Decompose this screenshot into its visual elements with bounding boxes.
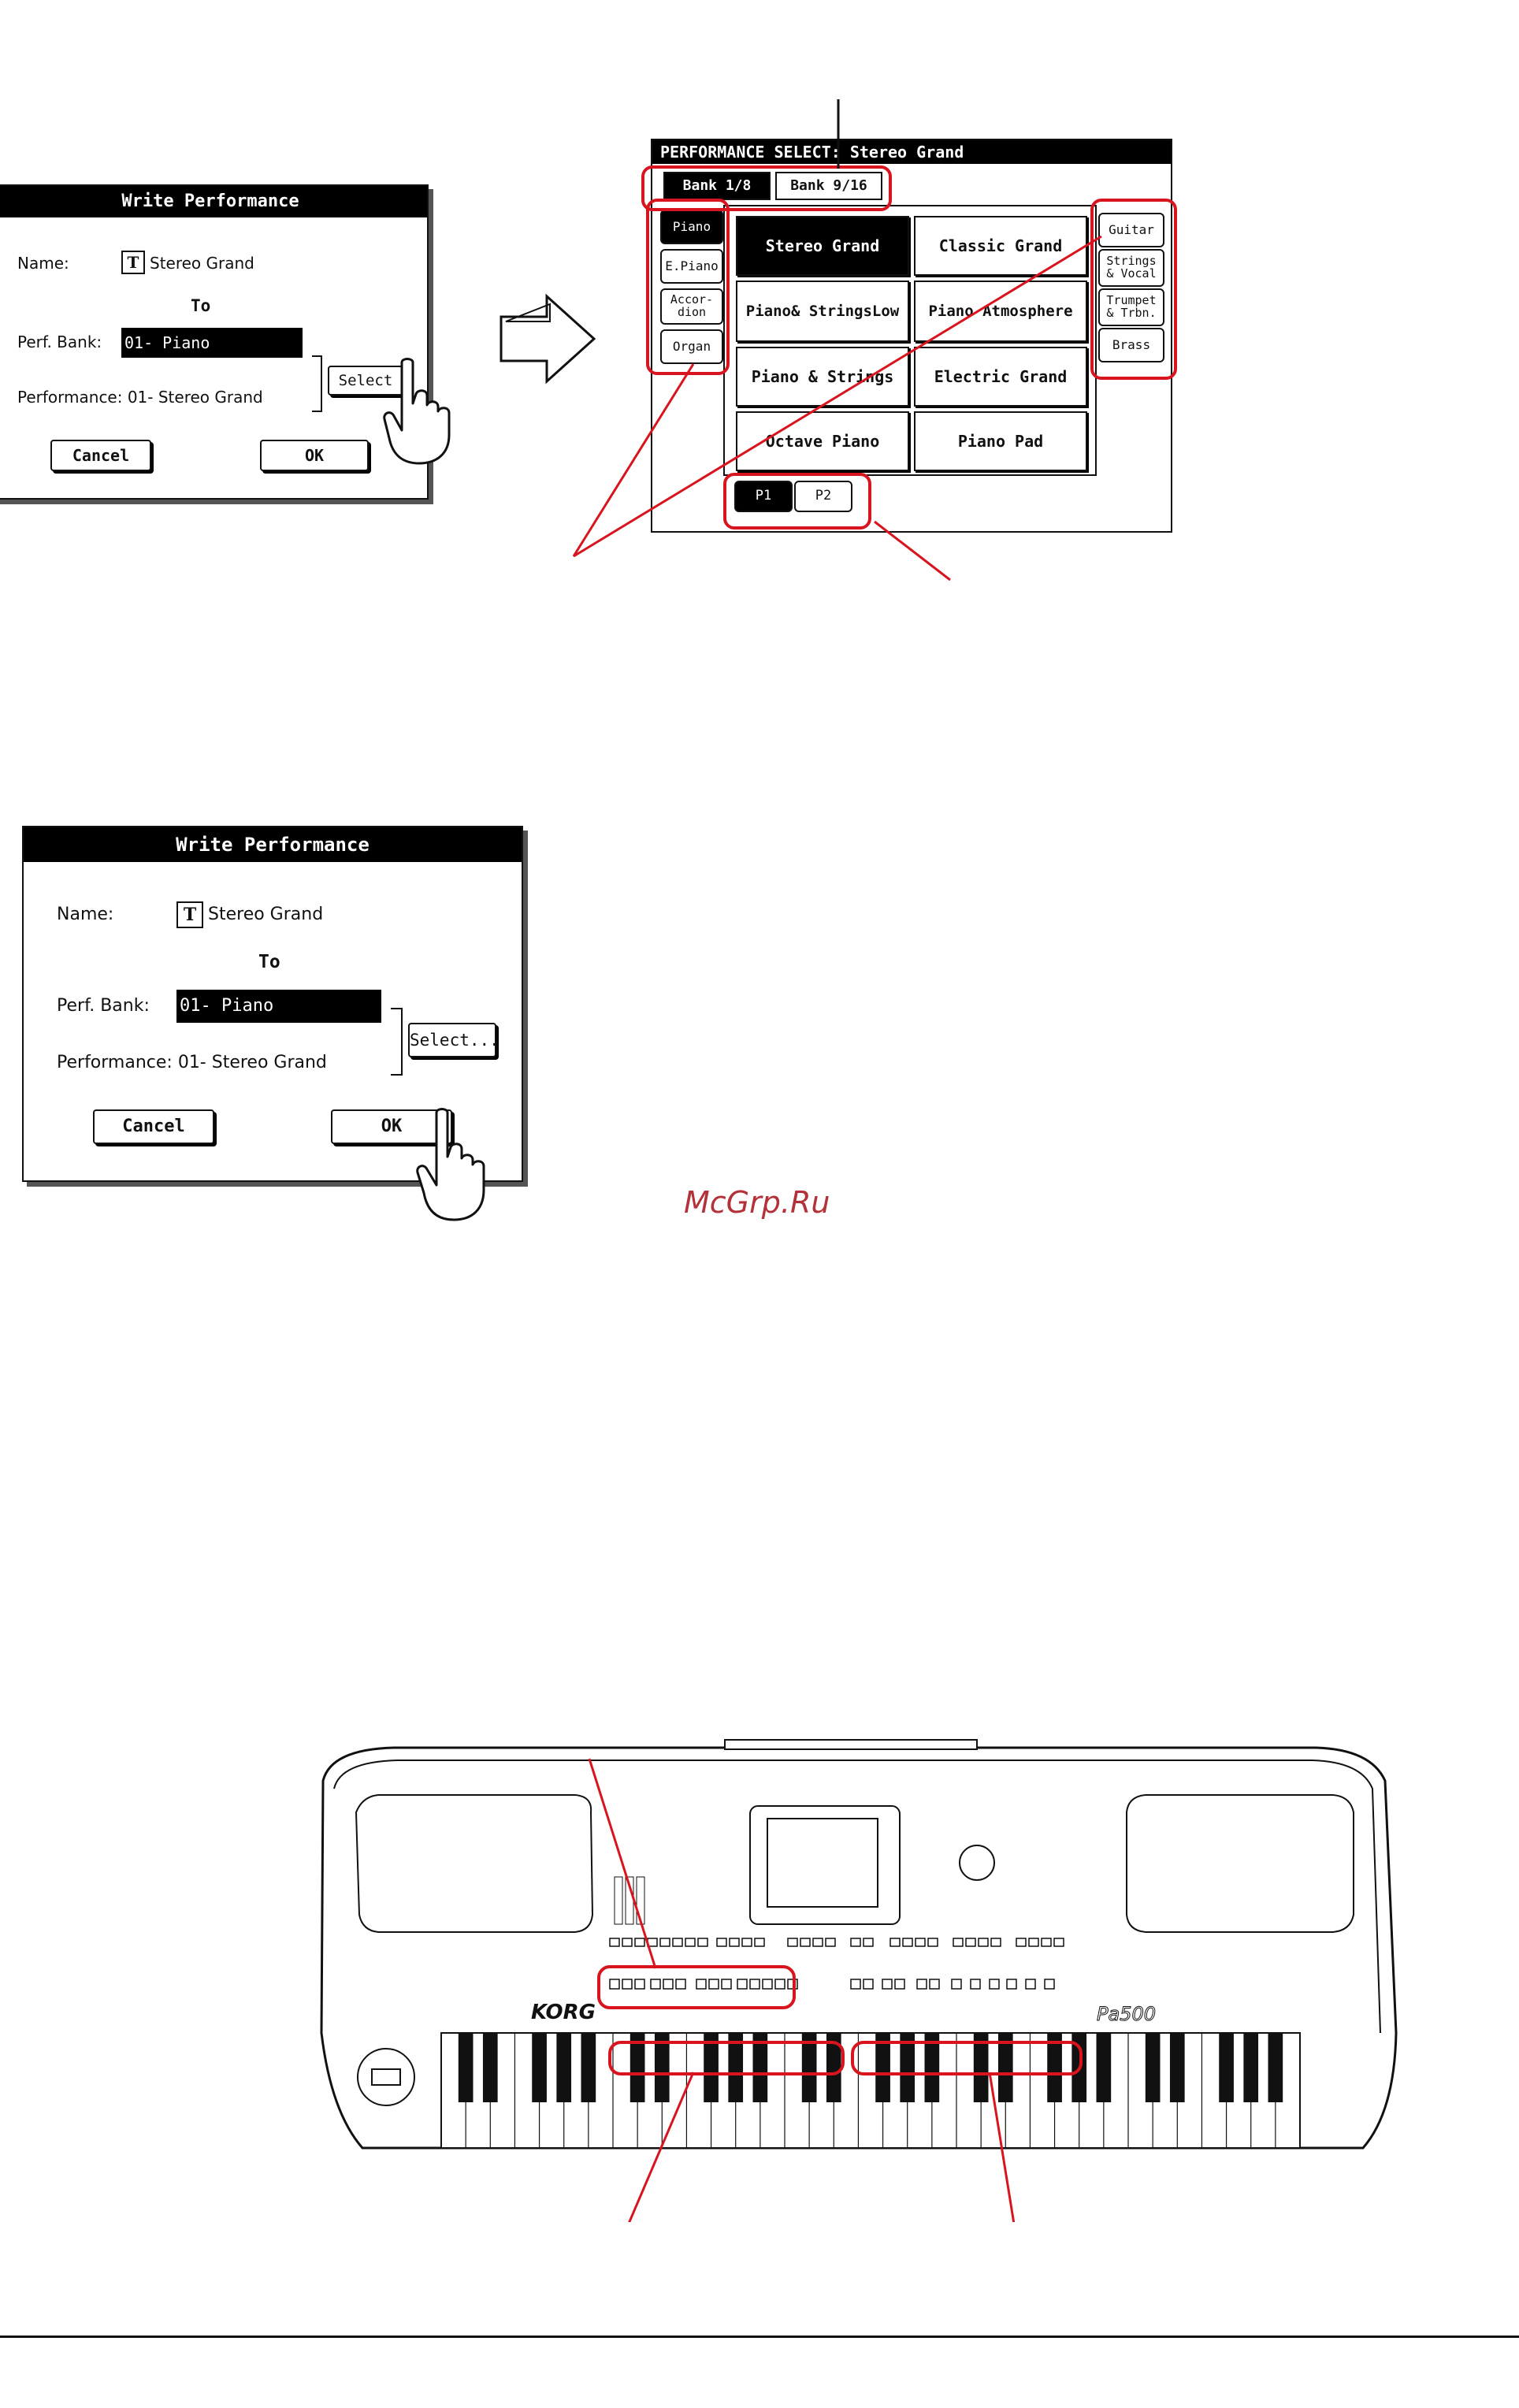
perf-bank-label: Perf. Bank:	[17, 333, 102, 351]
black-key	[1096, 2033, 1112, 2102]
perf-bank-field[interactable]: 01- Piano	[176, 990, 381, 1023]
black-key	[704, 2033, 719, 2102]
perf-bank-field[interactable]: 01- Piano	[121, 328, 303, 358]
left-tab-organ[interactable]: Organ	[660, 329, 723, 364]
to-label: To	[258, 952, 280, 972]
brand-label: KORG	[531, 2001, 596, 2024]
black-key	[973, 2033, 989, 2102]
pointing-hand-icon	[383, 358, 451, 465]
tab-page-p2[interactable]: P2	[794, 481, 852, 512]
tab-page-p1[interactable]: P1	[734, 481, 793, 512]
cancel-button[interactable]: Cancel	[50, 440, 151, 471]
page-bottom-rule	[0, 2336, 1519, 2338]
ok-button[interactable]: OK	[260, 440, 369, 471]
black-key	[875, 2033, 890, 2102]
watermark-text: McGrp.Ru	[684, 1185, 830, 1220]
black-key	[1243, 2033, 1259, 2102]
callout-right-tabs	[1090, 199, 1177, 380]
write-performance-dialog-top: Write Performance Name: T Stereo Grand T…	[0, 184, 429, 500]
name-value: Stereo Grand	[208, 905, 324, 924]
select-button[interactable]: Select	[328, 366, 403, 396]
cancel-button[interactable]: Cancel	[93, 1109, 214, 1144]
screen-title: PERFORMANCE SELECT: Stereo Grand	[652, 140, 1171, 164]
to-label: To	[191, 296, 211, 315]
black-key	[900, 2033, 915, 2102]
black-key	[1145, 2033, 1161, 2102]
right-tab-brass[interactable]: Brass	[1098, 328, 1164, 362]
black-key	[1169, 2033, 1185, 2102]
black-key	[556, 2033, 572, 2102]
callout-bank-tabs	[641, 165, 892, 211]
black-key	[924, 2033, 940, 2102]
black-key	[826, 2033, 841, 2102]
black-key	[458, 2033, 474, 2102]
black-key	[801, 2033, 817, 2102]
dialog-title: Write Performance	[0, 186, 427, 217]
arrow-right-icon	[500, 293, 596, 385]
perf-button-classic-grand[interactable]: Classic Grand	[914, 216, 1087, 276]
perf-bank-label: Perf. Bank:	[57, 996, 150, 1016]
perf-button-stereo-grand[interactable]: Stereo Grand	[736, 216, 909, 276]
name-label: Name:	[17, 254, 69, 273]
text-edit-icon[interactable]: T	[176, 901, 203, 928]
pointing-hand-icon	[416, 1108, 485, 1221]
black-key	[997, 2033, 1013, 2102]
black-key	[482, 2033, 498, 2102]
black-key	[654, 2033, 670, 2102]
black-key	[1219, 2033, 1234, 2102]
black-key	[1047, 2033, 1062, 2102]
model-label: Pa500	[1097, 2003, 1156, 2025]
black-key	[532, 2033, 547, 2102]
performance-label: Performance: 01- Stereo Grand	[57, 1053, 327, 1072]
select-button[interactable]: Select...	[408, 1023, 500, 1057]
right-tab-strings-vocal[interactable]: Strings & Vocal	[1098, 249, 1164, 287]
performance-grid-frame	[723, 205, 1097, 476]
tab-bank-9-16[interactable]: Bank 9/16	[775, 172, 882, 200]
perf-button-piano-strings-low[interactable]: Piano& StringsLow	[736, 281, 909, 342]
black-key	[630, 2033, 645, 2102]
dialog-title: Write Performance	[24, 827, 522, 862]
keyboard-illustration: KORG Pa500	[320, 1739, 1398, 2222]
bracket-icon	[391, 1008, 403, 1076]
text-edit-icon[interactable]: T	[121, 251, 145, 274]
callout-page-tabs	[723, 473, 871, 530]
black-key	[581, 2033, 596, 2102]
black-key	[752, 2033, 768, 2102]
leader-lines-top	[572, 99, 1102, 582]
right-tab-trumpet-trbn[interactable]: Trumpet & Trbn.	[1098, 288, 1164, 326]
tab-bank-1-8[interactable]: Bank 1/8	[663, 172, 771, 200]
left-tab-accordion[interactable]: Accor- dion	[660, 288, 723, 325]
bracket-icon	[312, 355, 322, 412]
perf-button-piano-pad[interactable]: Piano Pad	[914, 411, 1087, 471]
performance-label: Performance: 01- Stereo Grand	[17, 388, 263, 407]
right-tab-guitar[interactable]: Guitar	[1098, 213, 1164, 247]
performance-select-screen: PERFORMANCE SELECT: Stereo Grand Bank 1/…	[651, 139, 1172, 533]
black-key	[1268, 2033, 1283, 2102]
perf-button-electric-grand[interactable]: Electric Grand	[914, 347, 1087, 407]
name-value: Stereo Grand	[150, 254, 254, 273]
black-key	[728, 2033, 744, 2102]
name-label: Name:	[57, 905, 114, 924]
left-tab-epiano[interactable]: E.Piano	[660, 249, 723, 284]
ok-button[interactable]: OK	[331, 1109, 452, 1144]
